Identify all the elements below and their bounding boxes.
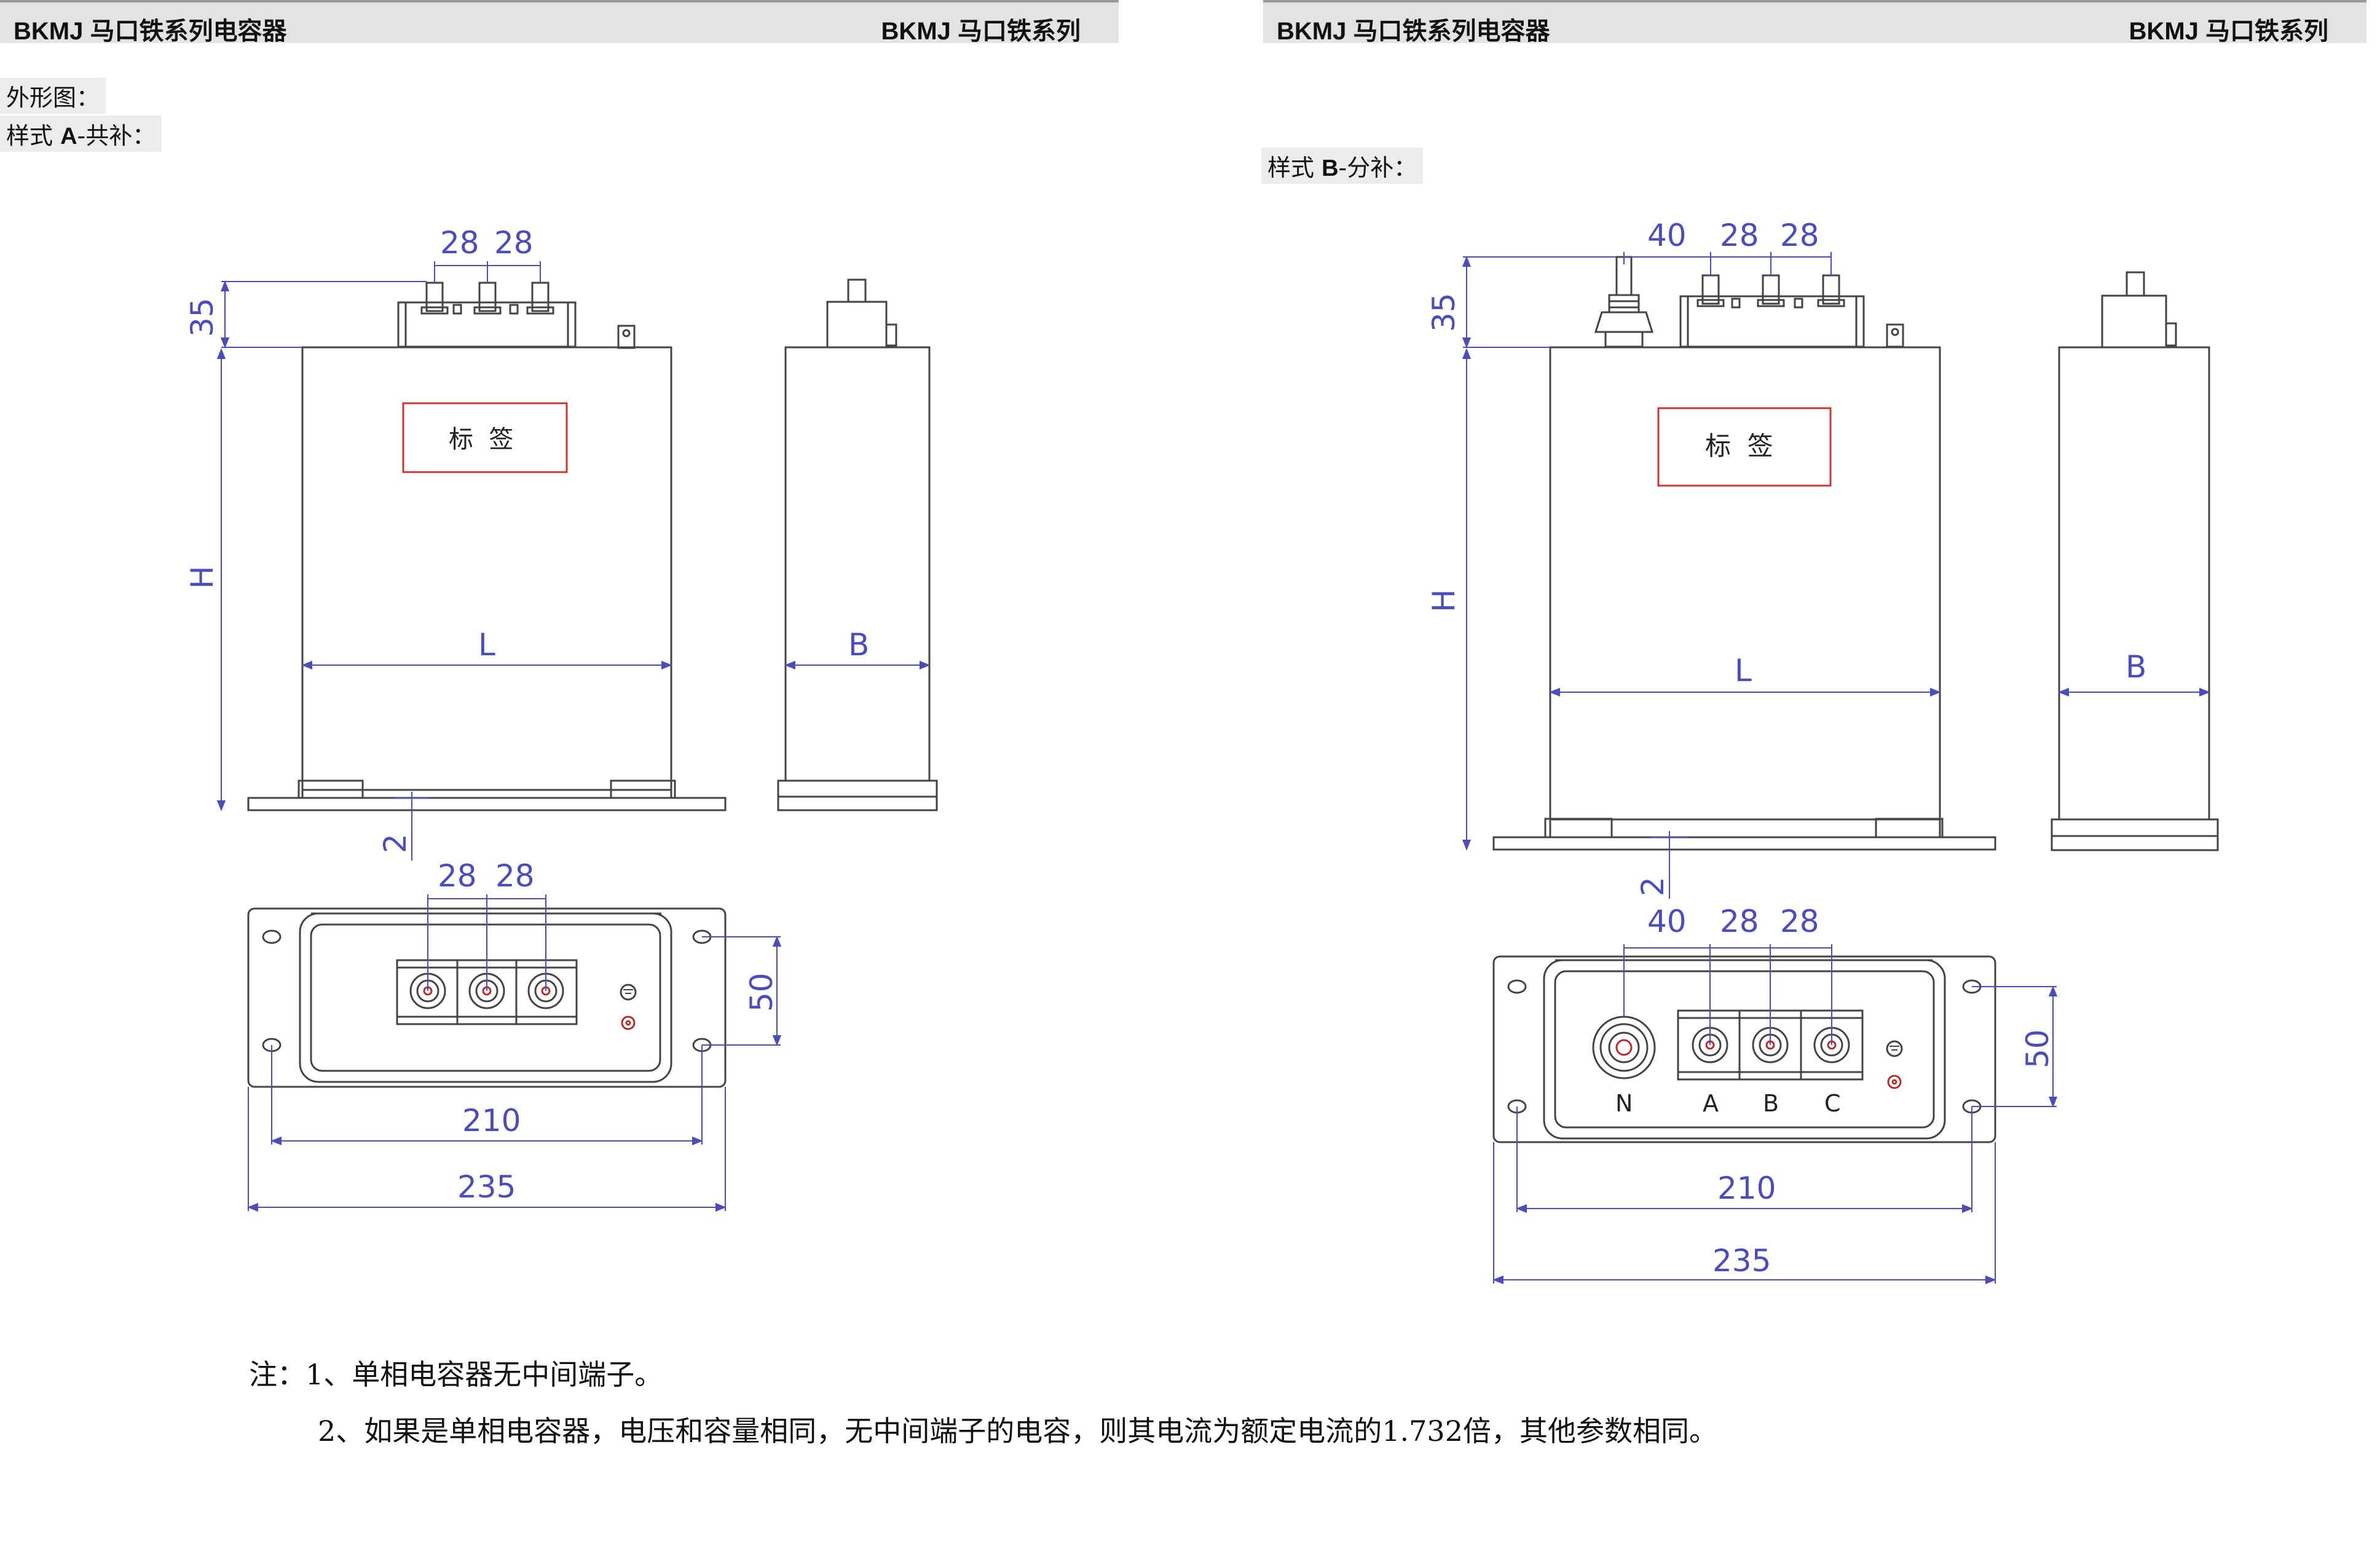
- style-a-dim-terminal-spacing-2: 28: [494, 225, 534, 261]
- notes: 注：1、单相电容器无中间端子。 2、如果是单相电容器，电压和容量相同，无中间端子…: [249, 1346, 1717, 1459]
- style-b-label: 样式 B-分补：: [1261, 148, 1424, 184]
- style-a-label-code: A: [60, 124, 77, 149]
- style-a-body: [301, 346, 672, 791]
- style-b-dim-length: L: [1735, 653, 1752, 688]
- style-a-label-prefix: 样式: [6, 122, 61, 149]
- style-a-label: 样式 A-共补：: [0, 116, 162, 152]
- style-a-dim-overall-length: 235: [457, 1169, 516, 1205]
- style-b-mounting-hole: [1507, 979, 1527, 994]
- style-a-tag-text: 标 签: [449, 425, 513, 454]
- style-a-dim-top-spacing-2: 28: [495, 858, 535, 894]
- style-b-side-view: [2051, 271, 2219, 851]
- style-b-dim-top-spacing-1: 28: [1720, 904, 1759, 939]
- style-b-mounting-plate: [1492, 955, 1996, 1143]
- terminal-label-a: A: [1703, 1090, 1719, 1117]
- header-series-left: BKMJ 马口铁系列: [881, 18, 1081, 45]
- style-b-dim-top-neutral-spacing: 40: [1647, 904, 1687, 939]
- style-b-dim-mount-vertical: 50: [2020, 1029, 2055, 1068]
- ground-icon: [620, 984, 637, 1001]
- style-b-dim-neutral-spacing: 40: [1647, 218, 1687, 253]
- style-b-dim-width: B: [2126, 649, 2146, 685]
- style-b-dim-top-spacing-2: 28: [1780, 904, 1819, 939]
- style-a-dim-mount-pitch: 210: [462, 1103, 521, 1138]
- style-b-dim-base-gap: 2: [1635, 877, 1671, 896]
- style-b-tag-text: 标 签: [1705, 431, 1773, 461]
- style-a-dim-mount-vertical: 50: [744, 972, 779, 1012]
- style-a-dim-length: L: [478, 627, 495, 663]
- style-b-side-body: [2058, 346, 2210, 821]
- ground-icon: [1886, 1040, 1903, 1057]
- header-series-right: BKMJ 马口铁系列: [2129, 18, 2328, 45]
- terminal-label-n: N: [1615, 1090, 1633, 1117]
- style-b-body: [1549, 346, 1941, 821]
- style-a-dim-width: B: [848, 627, 869, 663]
- style-b-dim-overall-length: 235: [1712, 1243, 1771, 1279]
- style-a-dim-height: H: [184, 566, 220, 589]
- style-b-dim-terminal-spacing-1: 28: [1720, 218, 1759, 253]
- style-b-front-view: [1492, 256, 1996, 851]
- style-a-terminal-post: [473, 282, 502, 315]
- style-b-label-prefix: 样式: [1267, 154, 1322, 181]
- style-b-neutral-terminal-top: [1592, 1016, 1656, 1079]
- style-a-front-view: [247, 282, 727, 811]
- style-a-mounting-hole: [262, 929, 282, 944]
- style-a-dim-base-gap: 2: [377, 834, 413, 853]
- style-a-label-suffix: -共补：: [77, 122, 156, 149]
- style-b-dim-terminal-spacing-2: 28: [1780, 218, 1819, 253]
- style-b-terminal-post: [1757, 274, 1785, 307]
- note-line-2: 2、如果是单相电容器，电压和容量相同，无中间端子的电容，则其电流为额定电流的1.…: [318, 1414, 1717, 1448]
- style-b-terminal-post: [1696, 274, 1725, 307]
- style-b-dim-height: H: [1426, 589, 1462, 612]
- style-b-neutral-post: [1594, 256, 1654, 348]
- style-a-dim-terminal-spacing-1: 28: [440, 225, 479, 261]
- style-a-dim-terminal-height: 35: [184, 298, 220, 337]
- terminal-label-c: C: [1824, 1090, 1841, 1117]
- style-a-terminal-post: [420, 282, 449, 315]
- style-b-terminal-post: [1817, 274, 1845, 307]
- terminal-label-b: B: [1763, 1090, 1779, 1117]
- note-line-1: 注：1、单相电容器无中间端子。: [249, 1358, 663, 1391]
- style-a-terminal-post: [526, 282, 554, 315]
- style-b-dim-mount-pitch: 210: [1717, 1170, 1776, 1206]
- header-title-left: BKMJ 马口铁系列电容器: [14, 18, 287, 45]
- page-header-left: BKMJ 马口铁系列电容器 BKMJ 马口铁系列: [0, 0, 1119, 45]
- style-b-base-plate: [1492, 836, 1996, 851]
- style-b-label-suffix: -分补：: [1338, 154, 1417, 181]
- style-a-side-view: [777, 278, 938, 811]
- style-a-side-body: [784, 346, 931, 782]
- style-a-label-tag: [402, 402, 568, 473]
- style-b-top-view: [1492, 955, 1996, 1143]
- style-a-base-plate: [247, 797, 727, 811]
- style-b-dim-terminal-height: 35: [1426, 293, 1462, 332]
- style-b-label-tag: [1657, 407, 1832, 487]
- page-header-right: BKMJ 马口铁系列电容器 BKMJ 马口铁系列: [1263, 0, 2366, 45]
- style-b-label-code: B: [1322, 156, 1339, 181]
- outline-drawing-label: 外形图：: [0, 77, 106, 114]
- header-title-right: BKMJ 马口铁系列电容器: [1277, 18, 1550, 45]
- style-a-dim-top-spacing-1: 28: [438, 858, 477, 894]
